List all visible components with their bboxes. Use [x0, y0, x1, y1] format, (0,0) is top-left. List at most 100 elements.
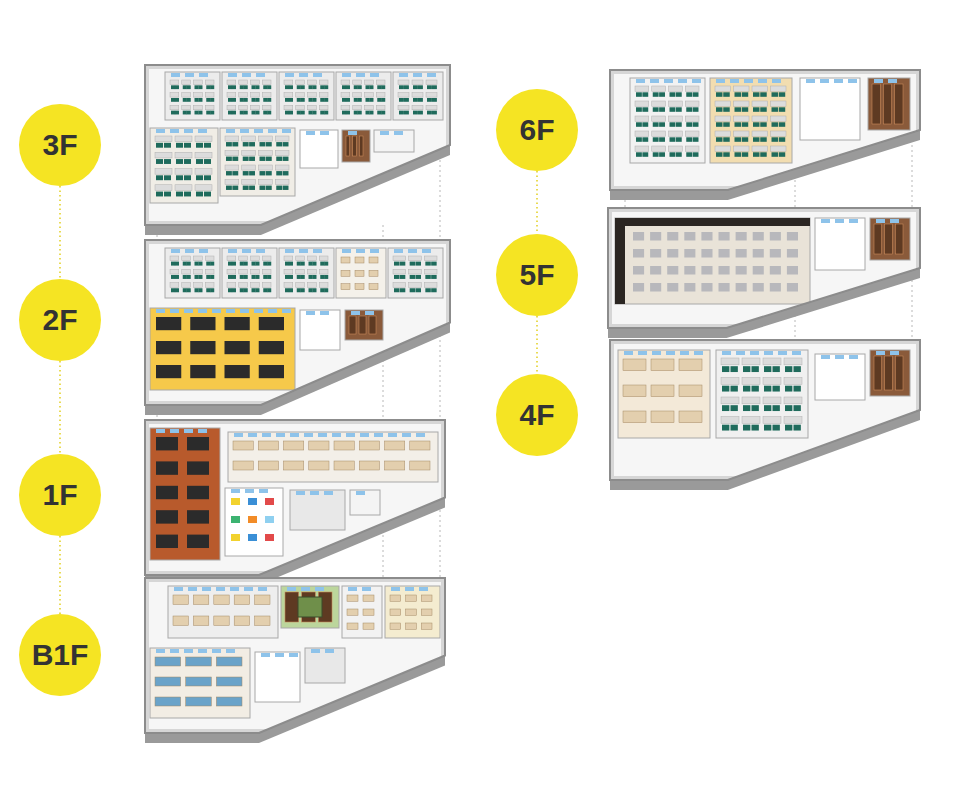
chair	[413, 111, 418, 115]
desk	[205, 93, 214, 97]
chair	[244, 98, 248, 102]
chair	[722, 386, 729, 392]
chair	[263, 98, 267, 102]
desk	[194, 105, 203, 109]
table	[234, 595, 249, 604]
window	[261, 653, 270, 657]
chair	[164, 175, 171, 180]
chair	[183, 288, 187, 292]
desk	[251, 105, 260, 109]
room	[150, 308, 295, 390]
window	[821, 355, 830, 359]
desk	[194, 93, 203, 97]
chair	[240, 98, 244, 102]
chair-row	[650, 283, 661, 292]
chair	[301, 85, 305, 89]
desk	[227, 283, 236, 288]
chair	[377, 85, 381, 89]
window	[402, 433, 411, 437]
desk	[205, 283, 214, 288]
shelf	[874, 356, 882, 390]
chair	[413, 98, 418, 102]
chair	[252, 111, 256, 115]
table	[359, 461, 379, 470]
desk	[242, 136, 256, 141]
chair	[263, 262, 267, 266]
chair	[289, 85, 293, 89]
chair	[252, 85, 256, 89]
room	[150, 648, 250, 718]
chair	[366, 85, 370, 89]
window	[624, 351, 633, 355]
chair	[252, 288, 256, 292]
desk	[771, 101, 787, 106]
chair	[312, 262, 316, 266]
desk	[284, 105, 293, 109]
chair	[243, 171, 249, 175]
floor-badge: 1F	[19, 454, 101, 536]
table	[363, 609, 374, 615]
chair	[425, 275, 430, 279]
desk	[376, 93, 385, 97]
chair	[232, 85, 236, 89]
chair	[232, 98, 236, 102]
chair	[723, 122, 729, 127]
room	[868, 78, 910, 130]
desk	[259, 180, 273, 185]
chair	[354, 98, 358, 102]
chair	[204, 143, 211, 148]
window	[304, 433, 313, 437]
chair-row	[684, 249, 695, 258]
shelf	[359, 316, 366, 334]
desk	[182, 80, 191, 84]
chair	[164, 159, 171, 164]
chair	[226, 157, 232, 161]
desk	[170, 256, 179, 261]
desk	[715, 101, 731, 106]
window	[156, 429, 165, 433]
table	[234, 616, 249, 625]
room	[388, 248, 443, 298]
chair	[779, 122, 785, 127]
chair	[772, 137, 778, 142]
chair	[285, 98, 289, 102]
chair	[735, 92, 741, 97]
window	[313, 73, 322, 77]
chair	[196, 159, 203, 164]
chair	[410, 275, 415, 279]
floor-rooms	[614, 344, 916, 476]
chair	[369, 98, 373, 102]
chair	[309, 288, 313, 292]
desk	[763, 378, 781, 385]
chair	[276, 142, 282, 146]
desk	[721, 397, 739, 404]
desk	[175, 136, 192, 142]
chair	[425, 262, 430, 266]
chair	[249, 186, 255, 190]
window	[413, 73, 422, 77]
chair	[404, 85, 409, 89]
chair	[772, 107, 778, 112]
window	[888, 79, 897, 83]
chair	[785, 405, 792, 411]
window	[306, 311, 315, 315]
chair	[722, 405, 729, 411]
chair	[283, 171, 289, 175]
window	[351, 311, 360, 315]
chair	[301, 275, 305, 279]
table	[390, 595, 401, 601]
window	[242, 73, 251, 77]
window	[299, 73, 308, 77]
chair	[283, 142, 289, 146]
chair	[187, 262, 191, 266]
desk	[155, 136, 172, 142]
chair	[228, 275, 232, 279]
chair	[676, 137, 682, 142]
desk	[669, 146, 683, 151]
chair	[183, 275, 187, 279]
desk	[393, 269, 406, 274]
desk	[398, 105, 409, 109]
chair	[196, 143, 203, 148]
window	[652, 351, 661, 355]
desk	[426, 80, 437, 84]
